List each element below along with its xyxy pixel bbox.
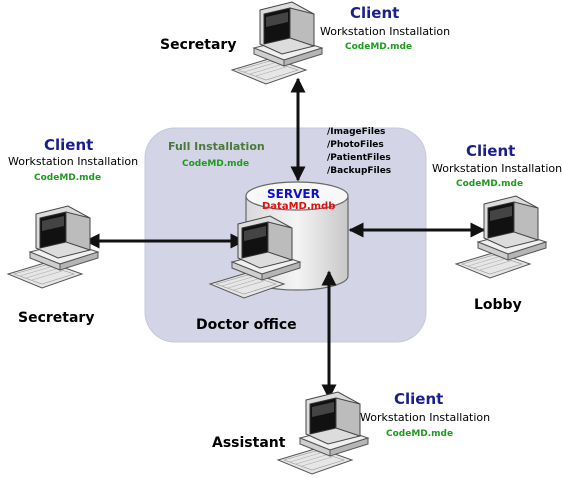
server-file: CodeMD.mde: [182, 159, 250, 169]
server-location: Doctor office: [196, 317, 297, 333]
server-install-type: Full Installation: [168, 140, 265, 153]
workstation-icon: [455, 195, 547, 279]
folder-backup-files: /BackupFiles: [327, 166, 392, 176]
database-name: DataMD.mdb: [262, 201, 336, 212]
client-file: CodeMD.mde: [345, 42, 413, 52]
server-title: SERVER: [267, 187, 320, 201]
client-install-type: Workstation Installation: [432, 162, 562, 175]
client-title: Client: [394, 390, 444, 408]
client-location: Lobby: [474, 297, 522, 313]
client-file: CodeMD.mde: [34, 173, 102, 183]
client-title: Client: [466, 142, 516, 160]
folder-image-files: /ImageFiles: [327, 127, 386, 137]
client-file: CodeMD.mde: [386, 429, 454, 439]
client-install-type: Workstation Installation: [320, 25, 451, 38]
workstation-icon: [231, 1, 323, 85]
client-install-type: Workstation Installation: [8, 155, 139, 168]
workstation-icon: [7, 205, 99, 289]
client-title: Client: [44, 136, 94, 154]
client-location: Secretary: [160, 37, 237, 53]
client-location: Secretary: [18, 310, 95, 326]
client-file: CodeMD.mde: [456, 179, 524, 189]
client-install-type: Workstation Installation: [360, 411, 491, 424]
folder-patient-files: /PatientFiles: [327, 153, 391, 163]
client-title: Client: [350, 4, 400, 22]
client-location: Assistant: [212, 435, 286, 451]
workstation-icon: [277, 391, 369, 475]
folder-photo-files: /PhotoFiles: [327, 140, 384, 150]
